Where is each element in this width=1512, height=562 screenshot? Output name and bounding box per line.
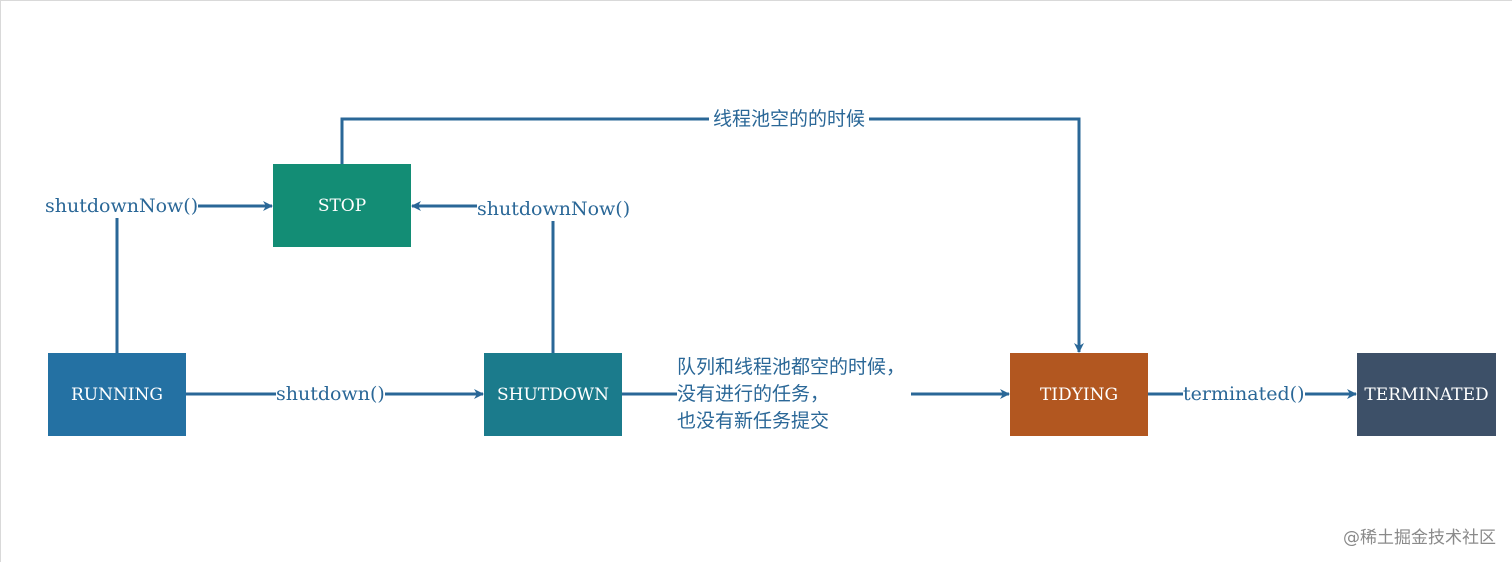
edge-label-tidying-to-terminated: terminated() xyxy=(1183,382,1305,406)
edge-label-line-2: 没有进行的任务， xyxy=(677,383,830,405)
state-stop-label: STOP xyxy=(317,195,367,216)
edge-shutdown-to-stop xyxy=(411,201,555,353)
edge-label-running-to-shutdown: shutdown() xyxy=(276,382,385,406)
edge-label-shutdown-to-stop: shutdownNow() xyxy=(477,197,631,221)
state-shutdown: SHUTDOWN xyxy=(484,353,622,436)
edge-stop-to-tidying xyxy=(340,117,1084,353)
edge-label-running-to-stop: shutdownNow() xyxy=(45,194,199,218)
state-tidying: TIDYING xyxy=(1010,353,1148,436)
edge-label-line-1: 队列和线程池都空的时候， xyxy=(677,356,906,378)
state-tidying-label: TIDYING xyxy=(1039,384,1119,405)
watermark: @稀土掘金技术社区 xyxy=(1343,528,1496,548)
state-terminated-label: TERMINATED xyxy=(1364,384,1489,405)
edge-running-to-stop xyxy=(115,201,273,353)
edge-label-line-3: 也没有新任务提交 xyxy=(677,410,830,432)
state-running: RUNNING xyxy=(48,353,186,436)
state-shutdown-label: SHUTDOWN xyxy=(496,384,610,405)
edge-label-shutdown-to-tidying: 队列和线程池都空的时候， 没有进行的任务， 也没有新任务提交 xyxy=(677,354,912,435)
state-terminated: TERMINATED xyxy=(1357,353,1496,436)
state-running-label: RUNNING xyxy=(70,384,164,405)
state-stop: STOP xyxy=(273,164,411,247)
edge-label-stop-to-tidying: 线程池空的的时候 xyxy=(709,107,870,131)
